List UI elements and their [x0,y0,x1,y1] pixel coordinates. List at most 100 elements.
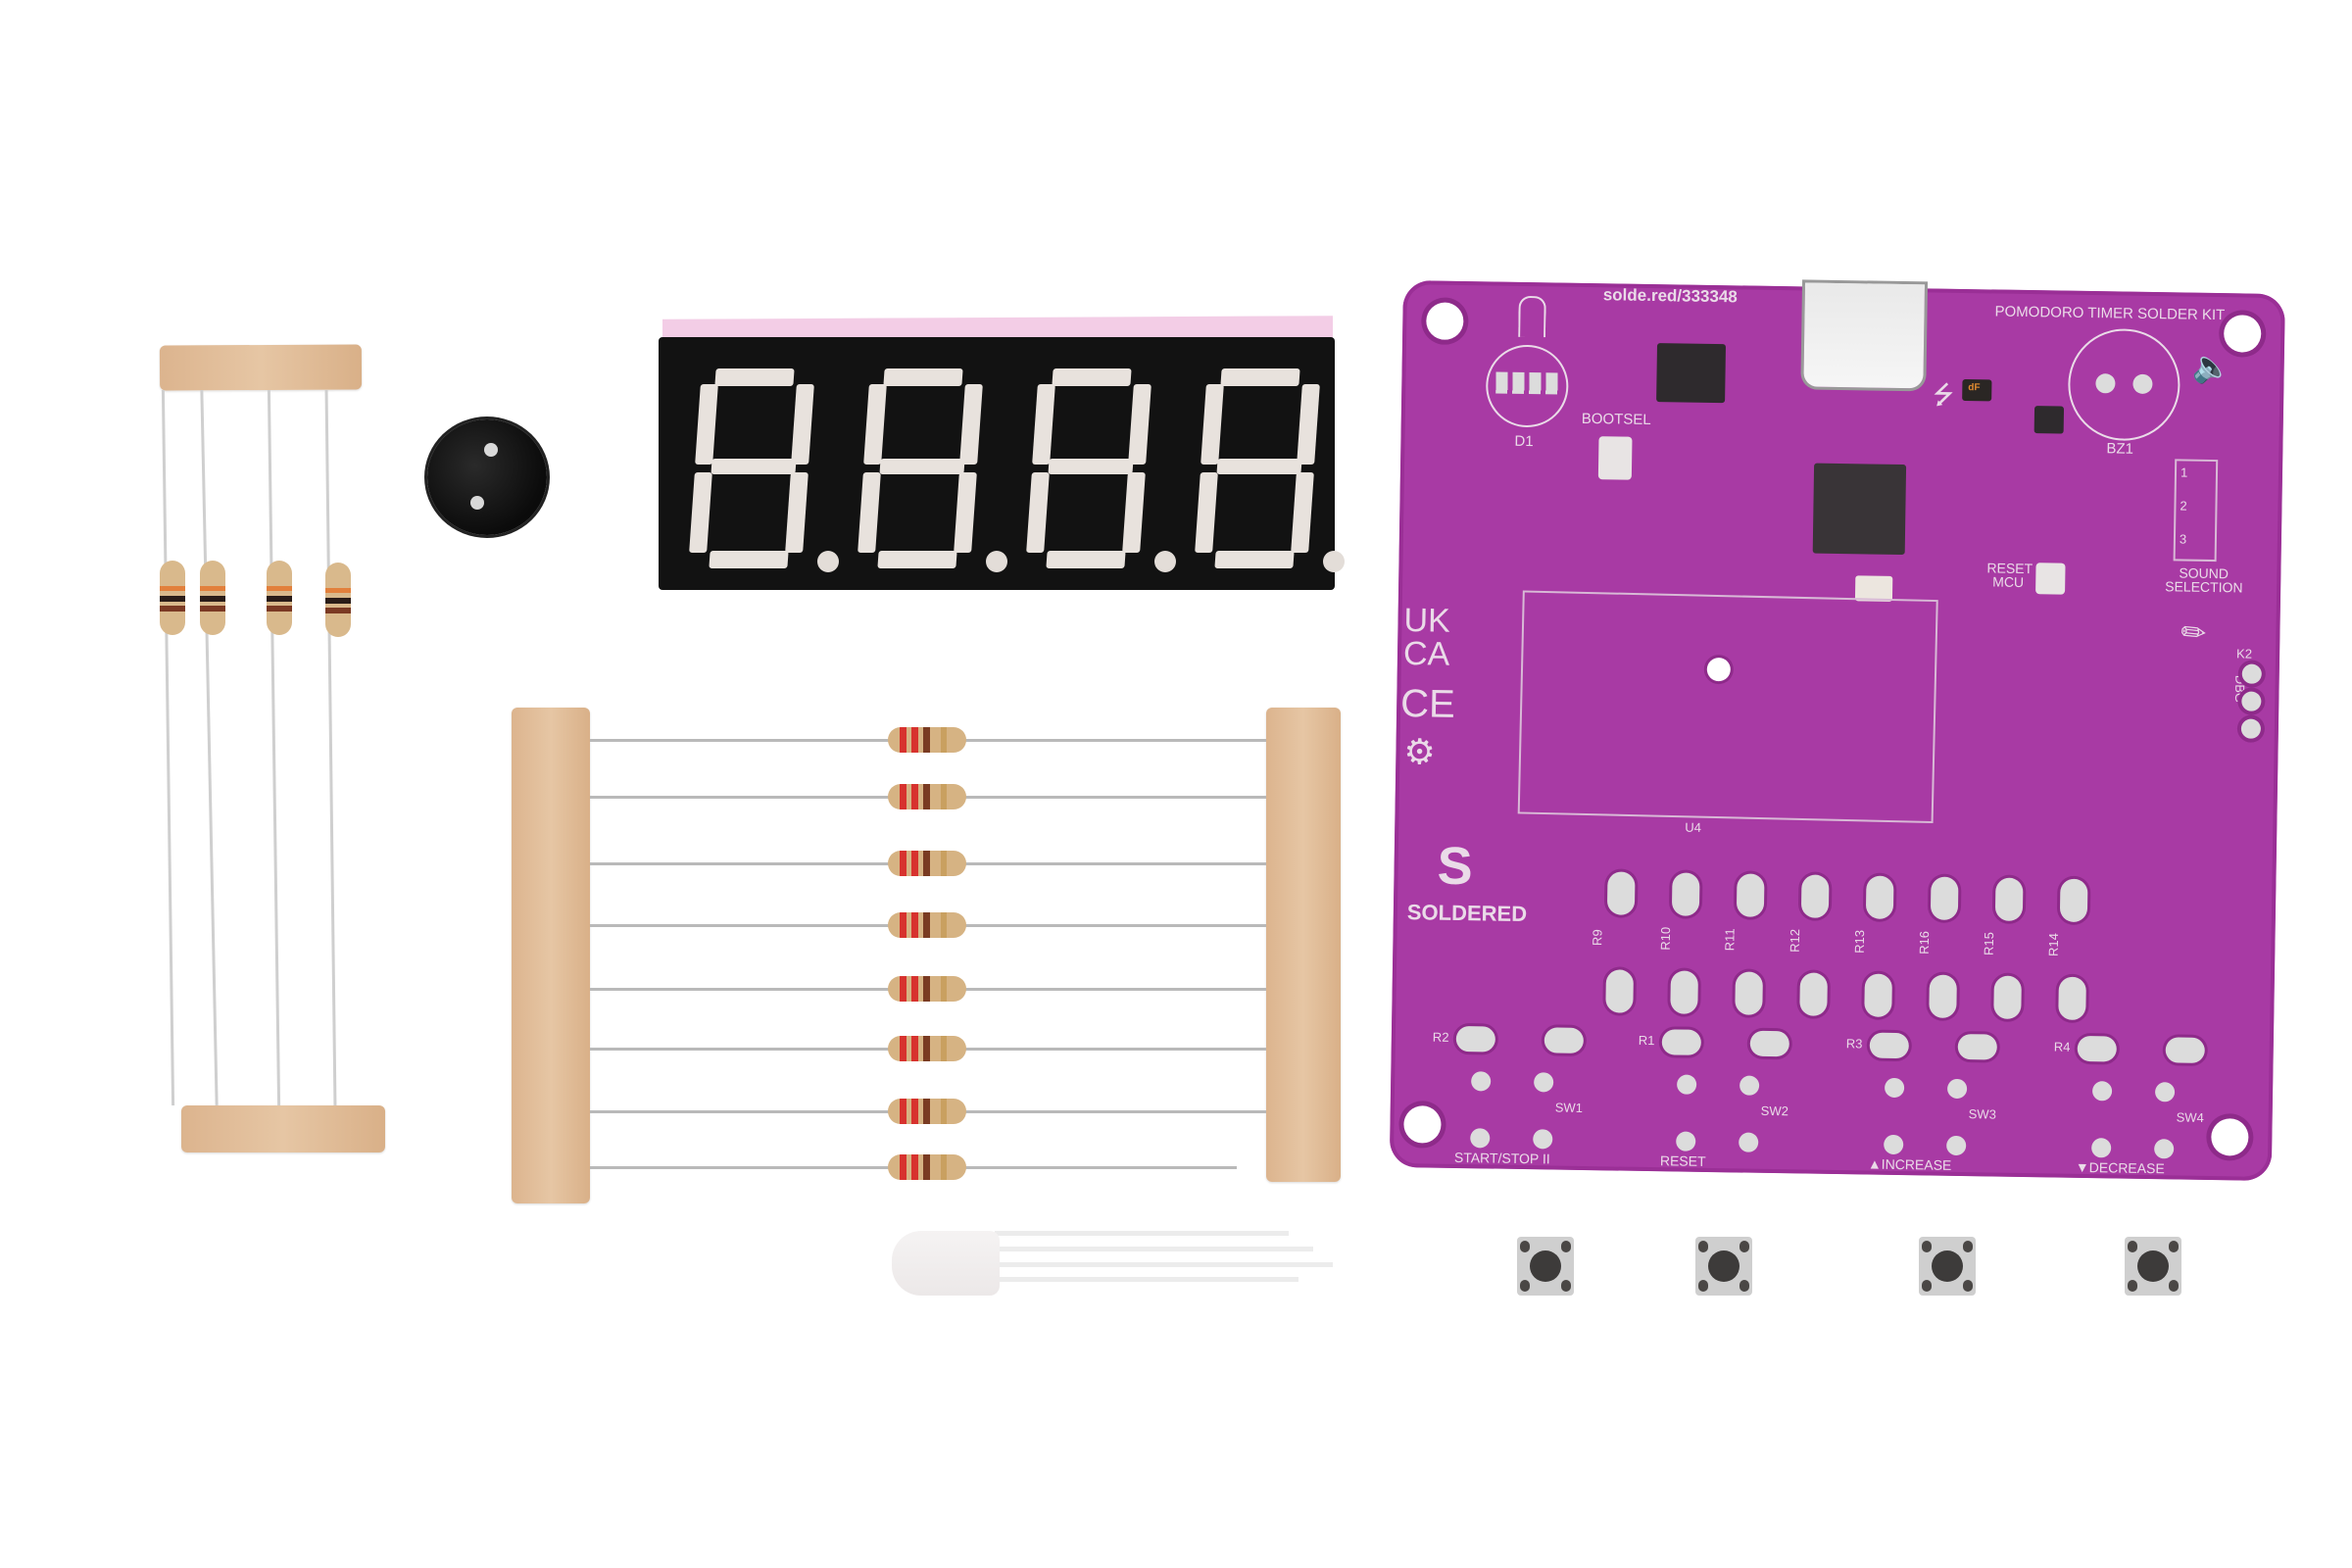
button-leg [2169,1280,2179,1292]
button-leg [1740,1280,1749,1292]
lead [324,390,337,1105]
button-cap [1932,1250,1963,1282]
resistor-pad [1929,974,1957,1018]
ukca-mark-2: CA [1402,635,1450,673]
switch-pad [1884,1077,1905,1099]
switch-pad [2154,1082,2176,1102]
switch-pad [1739,1132,1759,1152]
segment [714,368,795,386]
resistor [888,727,966,753]
segment [1122,472,1146,553]
buzzer [427,419,547,535]
button-leg [1963,1280,1973,1292]
button-leg [1963,1241,1973,1252]
button-leg [1520,1280,1530,1292]
speaker-icon: 🔈 [2191,348,2231,385]
resistor-label: R14 [2045,932,2062,957]
resistor [888,912,966,938]
resistor [200,561,225,635]
mount-hole [1403,1105,1442,1144]
pullup-label: R3 [1845,1036,1863,1052]
button-leg [1698,1280,1708,1292]
led-leg [995,1247,1313,1251]
resistor-pad [2059,878,2088,923]
switch-pad [1534,1072,1554,1093]
decimal-point [817,551,839,572]
resistor-label: R15 [1981,931,1997,956]
resistor-label: R11 [1722,928,1738,952]
button-cap [1530,1250,1561,1282]
resistor-pad [1605,969,1634,1013]
flash-chip [1656,343,1727,404]
reset-mcu-label-2: MCU [1992,573,2025,590]
resistor-pad [1736,873,1765,917]
resistor-pad [1671,872,1700,916]
bz1-footprint [2067,327,2181,442]
segment [1216,459,1302,474]
button-cap [2137,1250,2169,1282]
board-title: POMODORO TIMER SOLDER KIT [1994,303,2226,324]
resistor-pad [1670,970,1698,1014]
segment [1214,551,1295,568]
segment [689,472,712,553]
fuse: dF [1962,378,1992,402]
segment [879,459,965,474]
switch-pad [1884,1134,1904,1155]
switch-pad [1676,1131,1696,1152]
soldering-iron-icon: ✎ [2174,612,2215,654]
ukca-mark-1: UK [1403,602,1451,640]
decimal-point [986,551,1007,572]
tactile-button [2125,1237,2181,1296]
pullup-label: R1 [1638,1032,1655,1049]
switch-pad [1946,1135,1967,1156]
resistor [325,563,351,637]
button-cap [1708,1250,1740,1282]
sound-option-3: 3 [2179,531,2187,547]
soldered-brand: SOLDERED [1406,900,1528,927]
button-leg [1922,1241,1932,1252]
pullup-pad [2165,1037,2205,1063]
tape-bottom [181,1105,385,1152]
resistor-label: R13 [1851,929,1868,954]
lead [200,390,219,1105]
digit [689,368,839,572]
resistor-label: R10 [1657,926,1674,951]
button-leg [1520,1241,1530,1252]
switch-pad [2154,1139,2175,1159]
switch-id: SW3 [1968,1106,1996,1122]
led-leg [995,1231,1289,1236]
segment [710,459,797,474]
d1-label: D1 [1514,432,1534,451]
u4-label: U4 [1685,819,1702,835]
button-leg [1922,1280,1932,1292]
seven-segment-display [659,337,1345,590]
soldered-logo-icon: S [1437,836,1474,897]
resistor-label: R12 [1787,928,1803,953]
url-label: solde.red/333348 [1602,285,1738,307]
segment [883,368,963,386]
resistor [888,784,966,809]
switch-pad [1739,1075,1760,1096]
ce-mark: CE [1399,682,1456,726]
button-leg [1561,1280,1571,1292]
digit [858,368,1007,572]
segment [877,551,957,568]
sound-option-1: 1 [2180,465,2188,480]
u4-footprint [1517,590,1938,824]
resistor-pad [1606,871,1636,915]
button-leg [2128,1241,2137,1252]
led-body [892,1231,1000,1296]
segment [1200,384,1224,465]
segment [954,472,977,553]
bz1-label: BZ1 [2106,440,2134,458]
resistor-pad [1735,971,1763,1015]
mount-hole [1426,302,1464,340]
dbg-pad [2240,718,2262,739]
switch-id: SW4 [2176,1109,2204,1125]
bz-pad [2095,373,2116,394]
resistor-pad [1800,874,1830,918]
segment [791,384,814,465]
lead [267,390,281,1105]
k2-label: K2 [2236,646,2253,662]
resistor [160,561,185,635]
